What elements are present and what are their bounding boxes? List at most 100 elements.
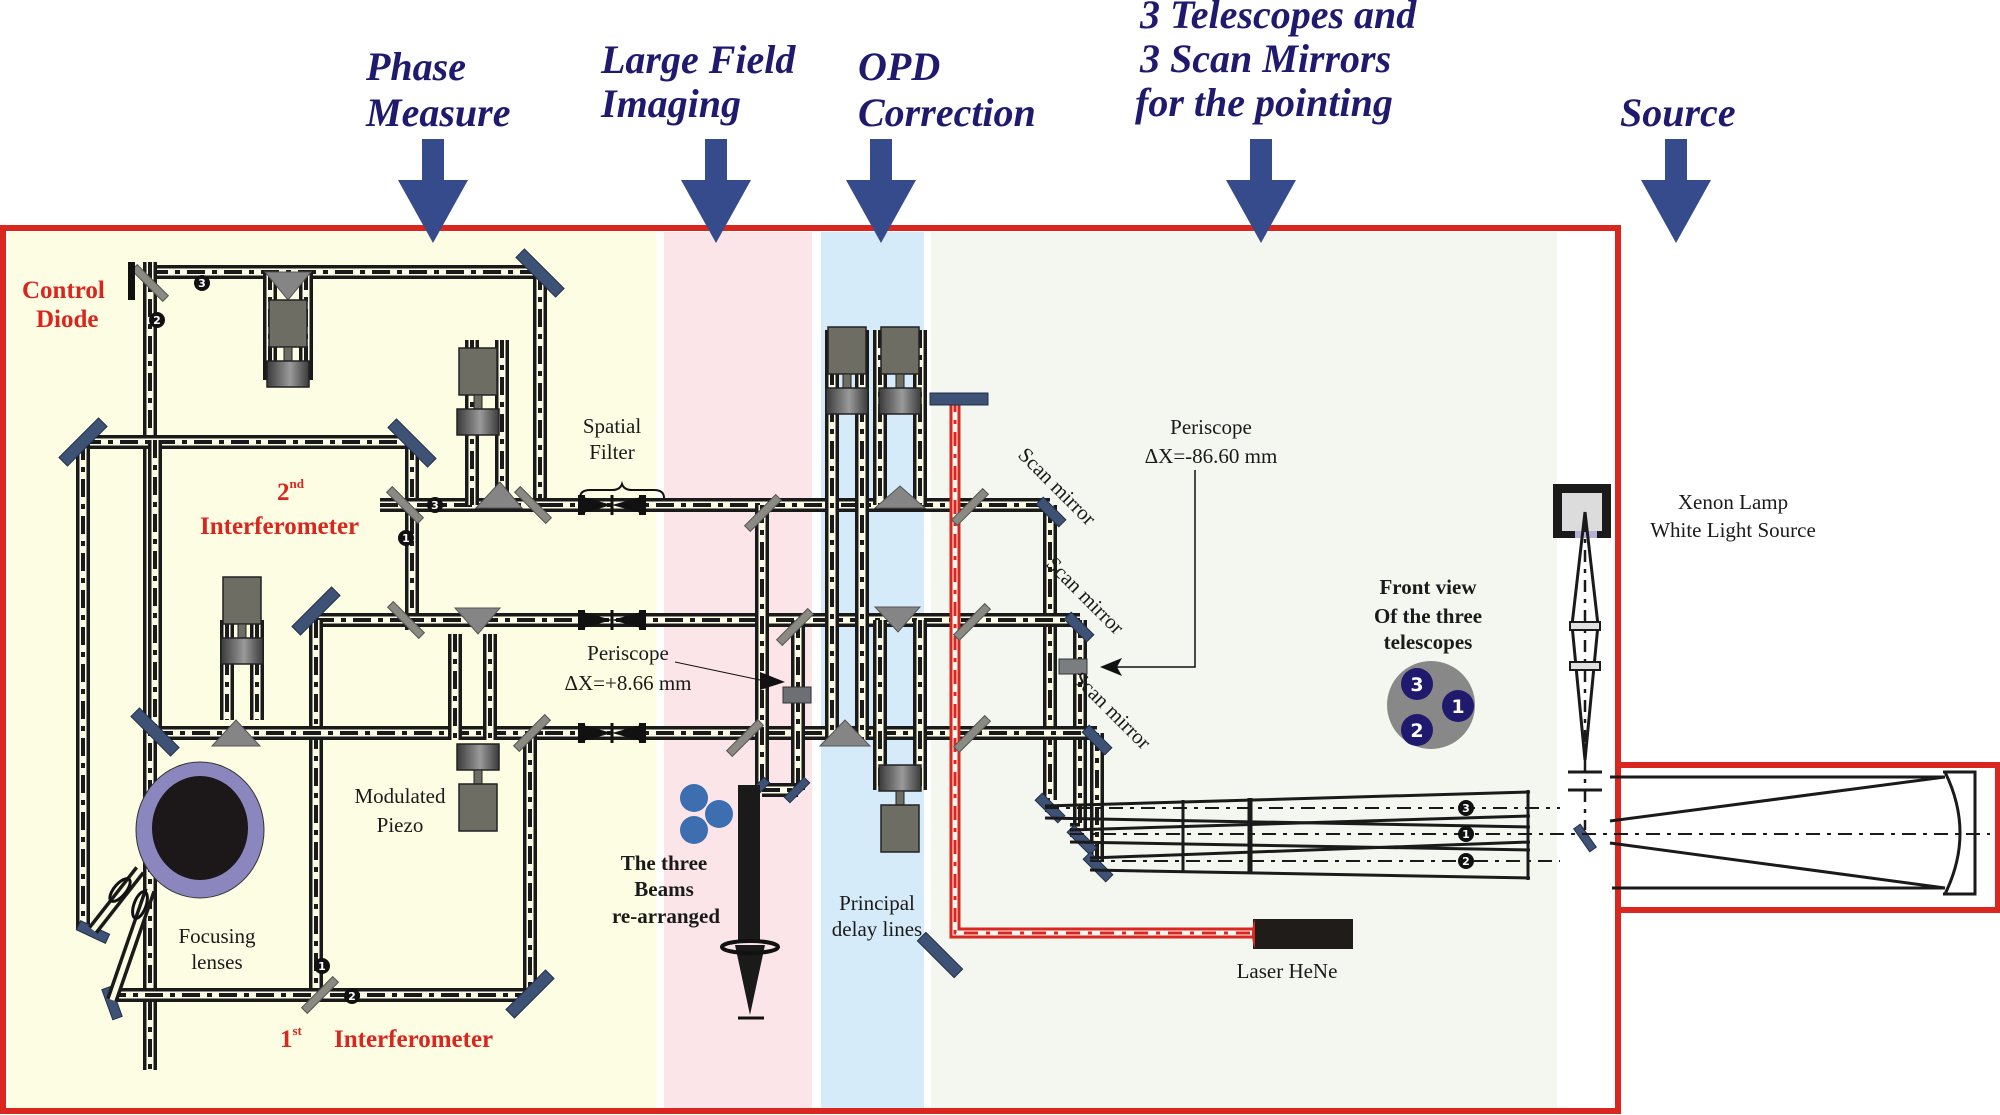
delay-line-motor bbox=[266, 299, 310, 388]
svg-text:1: 1 bbox=[402, 532, 410, 545]
svg-text:Periscope: Periscope bbox=[587, 641, 669, 665]
spatial-filter-lenses bbox=[578, 495, 646, 515]
label-1st-interferometer: 1st Interferometer bbox=[280, 1023, 493, 1053]
svg-text:1: 1 bbox=[1451, 696, 1464, 718]
svg-text:Xenon Lamp: Xenon Lamp bbox=[1678, 490, 1788, 514]
periscope-right-pointer bbox=[1100, 470, 1196, 676]
periscope-block-right bbox=[1058, 658, 1088, 675]
label-laser-hene: Laser HeNe bbox=[1237, 959, 1338, 983]
arrow-down-icon bbox=[846, 139, 916, 243]
periscope-block-left bbox=[782, 686, 812, 704]
arrow-down-icon bbox=[1641, 139, 1711, 243]
beam-number-badge: 3 bbox=[427, 497, 443, 513]
imaging-lens-funnel bbox=[720, 785, 780, 1020]
svg-text:Interferometer: Interferometer bbox=[200, 513, 359, 540]
label-xenon-lamp: Xenon Lamp White Light Source bbox=[1650, 490, 1816, 542]
zone-large-field-imaging bbox=[664, 232, 812, 1108]
label-periscope-left: Periscope ΔX=+8.66 mm bbox=[564, 641, 691, 695]
svg-text:Imaging: Imaging bbox=[600, 81, 741, 126]
svg-text:Phase: Phase bbox=[365, 44, 466, 89]
beam-splitters bbox=[130, 263, 992, 1015]
beam-number-badge: 1 bbox=[314, 958, 330, 974]
beam-number-badge: 3 bbox=[1458, 800, 1474, 816]
label-spatial-filter: Spatial Filter bbox=[583, 414, 641, 464]
svg-text:Filter: Filter bbox=[589, 440, 635, 464]
beam-number-badge: 2 bbox=[1458, 853, 1474, 869]
label-control-diode: Control Diode bbox=[22, 277, 105, 333]
arrow-down-icon bbox=[681, 139, 751, 243]
svg-text:re-arranged: re-arranged bbox=[612, 904, 720, 928]
svg-text:Large Field: Large Field bbox=[600, 37, 796, 82]
svg-text:Of the three: Of the three bbox=[1374, 604, 1482, 628]
beam-number-badge: 2 bbox=[344, 988, 360, 1004]
svg-text:delay lines: delay lines bbox=[832, 917, 922, 941]
svg-text:Interferometer: Interferometer bbox=[334, 1026, 493, 1053]
fringe-camera bbox=[135, 761, 265, 899]
focusing-lens-beams bbox=[88, 866, 156, 1002]
svg-text:Control: Control bbox=[22, 277, 105, 304]
label-front-view: Front view Of the three telescopes bbox=[1374, 575, 1482, 654]
svg-text:2: 2 bbox=[1410, 720, 1423, 742]
telescope-optics bbox=[1609, 770, 1977, 896]
svg-text:Principal: Principal bbox=[839, 891, 915, 915]
svg-text:1st: 1st bbox=[280, 1023, 303, 1053]
beam-number-badge: 3 bbox=[194, 275, 210, 291]
laser-beam-path bbox=[949, 398, 1255, 939]
prisms bbox=[210, 271, 927, 747]
label-principal-delay-lines: Principal delay lines bbox=[832, 891, 922, 941]
laser-hene bbox=[1252, 919, 1353, 949]
svg-text:Laser HeNe: Laser HeNe bbox=[1237, 959, 1338, 983]
spatial-filter-lenses bbox=[578, 610, 646, 630]
svg-text:3: 3 bbox=[1462, 802, 1470, 815]
zone-phase-measure bbox=[8, 232, 656, 1108]
svg-text:The three: The three bbox=[621, 851, 708, 875]
spatial-filter-brace bbox=[579, 480, 665, 499]
arrow-down-icon bbox=[398, 139, 468, 243]
beam-number-badge: 1 bbox=[398, 530, 414, 546]
svg-text:2nd: 2nd bbox=[277, 476, 305, 506]
svg-text:ΔX=+8.66 mm: ΔX=+8.66 mm bbox=[564, 671, 691, 695]
delay-line-motor bbox=[878, 764, 922, 853]
three-beams-icon bbox=[680, 784, 733, 844]
delay-line-motor bbox=[878, 326, 922, 415]
xenon-lamp bbox=[1553, 484, 1611, 538]
svg-text:Correction: Correction bbox=[858, 90, 1036, 135]
front-view-telescopes: 3 1 2 bbox=[1387, 661, 1475, 749]
telescope-beams bbox=[1044, 790, 1990, 880]
arrow-down-icon bbox=[1226, 139, 1296, 243]
svg-text:Spatial: Spatial bbox=[583, 414, 641, 438]
svg-text:for the pointing: for the pointing bbox=[1135, 80, 1393, 125]
svg-text:Periscope: Periscope bbox=[1170, 415, 1252, 439]
label-focusing-lenses: Focusing lenses bbox=[178, 924, 256, 974]
header-large-field-imaging: Large Field Imaging bbox=[600, 37, 796, 126]
svg-text:Front view: Front view bbox=[1379, 575, 1477, 599]
svg-text:telescopes: telescopes bbox=[1384, 630, 1473, 654]
label-modulated-piezo: Modulated Piezo bbox=[355, 784, 446, 837]
svg-text:White Light Source: White Light Source bbox=[1650, 518, 1816, 542]
svg-text:ΔX=-86.60 mm: ΔX=-86.60 mm bbox=[1145, 444, 1278, 468]
svg-text:3: 3 bbox=[198, 277, 206, 290]
control-diode bbox=[128, 262, 135, 300]
main-frame bbox=[0, 225, 1621, 1114]
svg-text:Measure: Measure bbox=[365, 90, 510, 135]
delay-line-motors bbox=[220, 299, 922, 853]
delay-line-motor bbox=[456, 743, 500, 832]
svg-text:1: 1 bbox=[318, 960, 326, 973]
svg-text:Beams: Beams bbox=[634, 877, 694, 901]
svg-text:3: 3 bbox=[431, 499, 439, 512]
svg-text:3 Telescopes and: 3 Telescopes and bbox=[1139, 0, 1417, 37]
delay-line-motor bbox=[220, 576, 264, 665]
periscope-left-pointer bbox=[674, 661, 785, 690]
svg-text:Modulated: Modulated bbox=[355, 784, 446, 808]
svg-text:OPD: OPD bbox=[858, 44, 940, 89]
header-phase-measure: Phase Measure bbox=[365, 44, 510, 135]
svg-text:Source: Source bbox=[1620, 90, 1736, 135]
beam-number-badge: 1 bbox=[1458, 826, 1474, 842]
delay-line-motor bbox=[456, 347, 500, 436]
svg-text:Diode: Diode bbox=[36, 306, 99, 333]
header-pointing: 3 Telescopes and 3 Scan Mirrors for the … bbox=[1135, 0, 1417, 125]
label-2nd-interferometer: 2nd Interferometer bbox=[200, 476, 359, 540]
svg-text:2: 2 bbox=[153, 314, 161, 327]
svg-text:2: 2 bbox=[1462, 855, 1470, 868]
